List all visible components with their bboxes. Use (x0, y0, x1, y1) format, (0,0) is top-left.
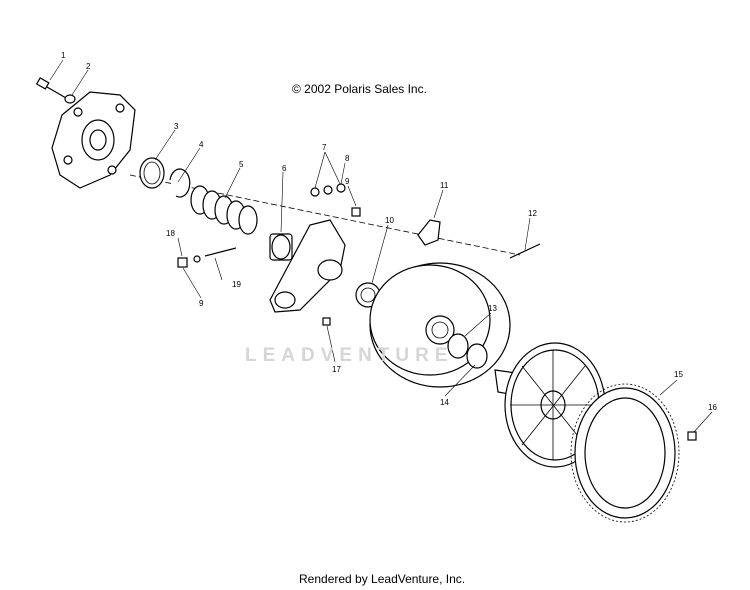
callout-7: 7 (322, 143, 327, 152)
small-bolt-part (687, 431, 697, 441)
callout-4: 4 (199, 140, 204, 149)
watermark: LEADVENTURE (245, 345, 454, 366)
nut-part (351, 207, 361, 217)
callout-16: 16 (708, 403, 717, 412)
bracket-part (417, 219, 441, 246)
callout-15: 15 (674, 370, 683, 379)
callout-10: 10 (385, 216, 394, 225)
callout-12: 12 (528, 209, 537, 218)
callout-14: 14 (440, 398, 449, 407)
ball-part (193, 255, 201, 263)
washer-part (64, 94, 76, 104)
footer-credit: Rendered by LeadVenture, Inc. (299, 572, 466, 586)
snap-ring-part (169, 168, 191, 198)
nut-set-part (310, 183, 346, 197)
callout-19: 19 (232, 280, 241, 289)
sheave-part (369, 262, 511, 388)
callout-9: 9 (345, 177, 350, 186)
callout-2: 2 (86, 62, 91, 71)
dowel-part (204, 247, 237, 257)
callout-1: 1 (61, 51, 66, 60)
cover-housing-part (51, 91, 136, 189)
spring-part (190, 185, 258, 235)
bolt-part (35, 77, 67, 99)
o-ring-part (466, 343, 488, 369)
callout-6: 6 (282, 164, 287, 173)
bushing-part (269, 233, 293, 261)
callout-11: 11 (440, 181, 449, 190)
screw-part (322, 317, 331, 326)
callout-13: 13 (488, 304, 497, 313)
ring-gear-part (570, 383, 680, 523)
callout-18: 18 (166, 229, 175, 238)
plug-part (177, 257, 188, 268)
callout-9b: 9 (199, 299, 204, 308)
callout-leaders (49, 59, 713, 433)
callout-5: 5 (239, 160, 244, 169)
callout-8: 8 (345, 154, 350, 163)
seal-ring-part (447, 333, 469, 359)
copyright-text: © 2002 Polaris Sales Inc. (292, 82, 427, 96)
callout-17: 17 (332, 365, 341, 374)
callout-3: 3 (174, 122, 179, 131)
spider-arm-part (269, 219, 346, 313)
